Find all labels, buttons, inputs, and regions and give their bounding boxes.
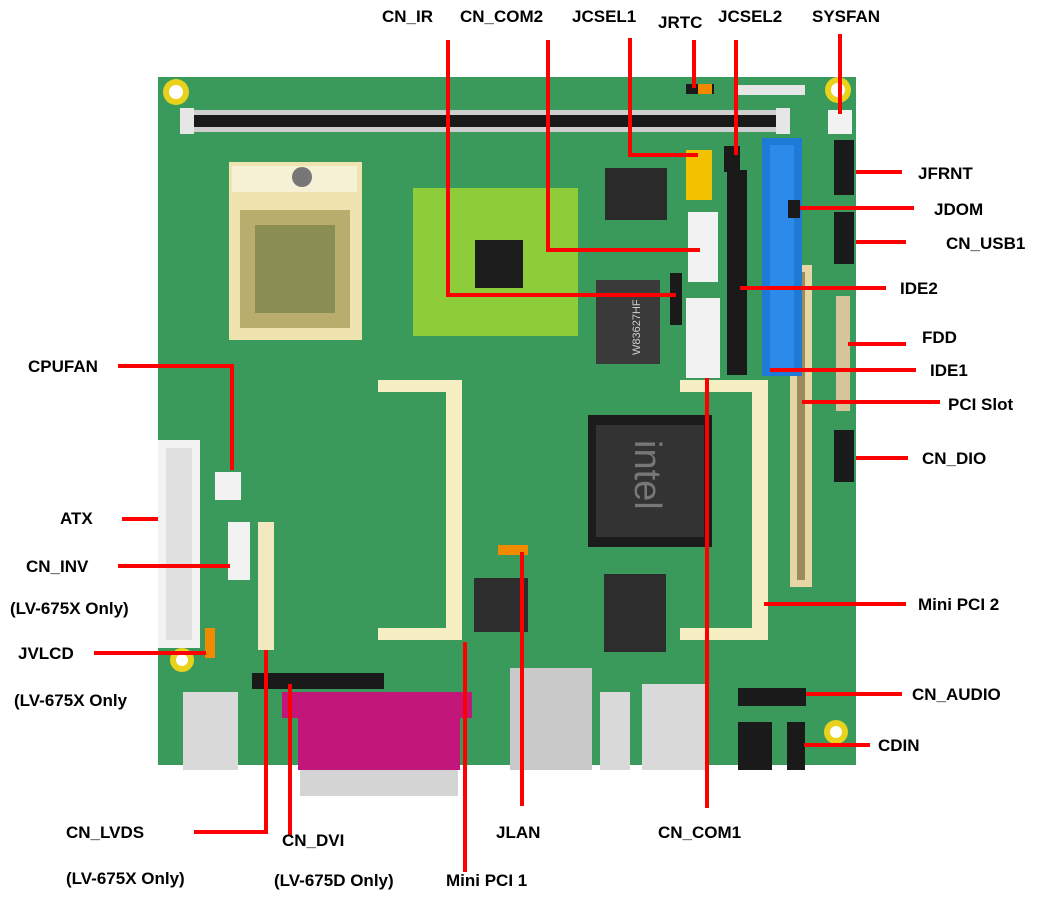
label-cdin: CDIN <box>878 736 920 755</box>
jlan-jumper <box>498 545 528 555</box>
super-io-chip: W83627HF <box>596 280 660 364</box>
cpu-socket <box>229 162 362 340</box>
label-lv675x-only-3: (LV-675X Only) <box>66 869 185 888</box>
label-lv675d-only: (LV-675D Only) <box>274 871 394 890</box>
dvi-header <box>252 673 384 689</box>
super-io-chip-text: W83627HF <box>631 299 643 355</box>
atx-connector <box>158 440 200 648</box>
bios-chip <box>605 168 667 220</box>
label-cn-usb1: CN_USB1 <box>946 234 1025 253</box>
label-jrtc: JRTC <box>658 13 702 32</box>
label-ide1: IDE1 <box>930 361 968 380</box>
label-jcsel1: JCSEL1 <box>572 7 636 26</box>
label-mini-pci-2: Mini PCI 2 <box>918 595 999 614</box>
label-jfrnt: JFRNT <box>918 164 973 183</box>
label-cn-inv: CN_INV <box>26 557 89 576</box>
leader-cn-lvds <box>194 650 268 834</box>
usb1-header <box>834 212 854 264</box>
intel-chipset: intel <box>588 415 712 547</box>
cpufan-connector <box>215 472 241 500</box>
label-jdom: JDOM <box>934 200 983 219</box>
fdd-connector <box>836 296 850 411</box>
label-cn-com1: CN_COM1 <box>658 823 741 842</box>
northbridge-package <box>413 188 578 336</box>
jvlcd-jumper <box>205 628 215 658</box>
dimm-slot <box>180 85 805 134</box>
leader-jcsel1 <box>628 38 698 157</box>
label-jlan: JLAN <box>496 823 540 842</box>
com2-header <box>688 212 718 282</box>
label-cn-lvds: CN_LVDS <box>66 823 144 842</box>
leader-cn-ir <box>446 40 676 297</box>
jcsel1-jumper <box>686 150 712 200</box>
label-atx: ATX <box>60 509 93 528</box>
label-lv675x-only-1: (LV-675X Only) <box>10 599 129 618</box>
ir-header <box>670 273 682 325</box>
label-jcsel2: JCSEL2 <box>718 7 782 26</box>
label-cn-com2: CN_COM2 <box>460 7 543 26</box>
audio-header <box>738 688 806 706</box>
jfrnt-header <box>834 140 854 195</box>
label-sysfan: SYSFAN <box>812 7 880 26</box>
intel-chipset-text: intel <box>626 440 668 510</box>
label-pci-slot: PCI Slot <box>948 395 1014 414</box>
label-mini-pci-1: Mini PCI 1 <box>446 871 527 890</box>
lvds-connector <box>258 522 274 650</box>
cdin-connector <box>787 722 805 770</box>
inv-connector <box>228 522 250 580</box>
leader-cpufan <box>118 364 234 470</box>
label-cn-ir: CN_IR <box>382 7 433 26</box>
label-lv675x-only-2: (LV-675X Only <box>14 691 128 710</box>
label-fdd: FDD <box>922 328 957 347</box>
leader-lines <box>94 34 940 872</box>
label-ide2: IDE2 <box>900 279 938 298</box>
label-cn-dvi: CN_DVI <box>282 831 344 850</box>
mini-pci-1-socket <box>378 380 462 640</box>
label-cpufan: CPUFAN <box>28 357 98 376</box>
mini-pci-2-socket <box>680 380 768 640</box>
leader-cn-com2 <box>546 40 700 252</box>
label-cn-dio: CN_DIO <box>922 449 986 468</box>
audio-chip <box>604 574 666 652</box>
label-jvlcd: JVLCD <box>18 644 74 663</box>
labels: CN_IR CN_COM2 JCSEL1 JRTC JCSEL2 SYSFAN … <box>10 7 1025 890</box>
ide2-connector <box>727 170 747 375</box>
ide1-connector <box>762 138 802 376</box>
jdom-jumper <box>788 200 800 218</box>
lan-chip <box>474 578 528 632</box>
label-cn-audio: CN_AUDIO <box>912 685 1001 704</box>
dio-header <box>834 430 854 482</box>
com1-header <box>686 298 720 378</box>
